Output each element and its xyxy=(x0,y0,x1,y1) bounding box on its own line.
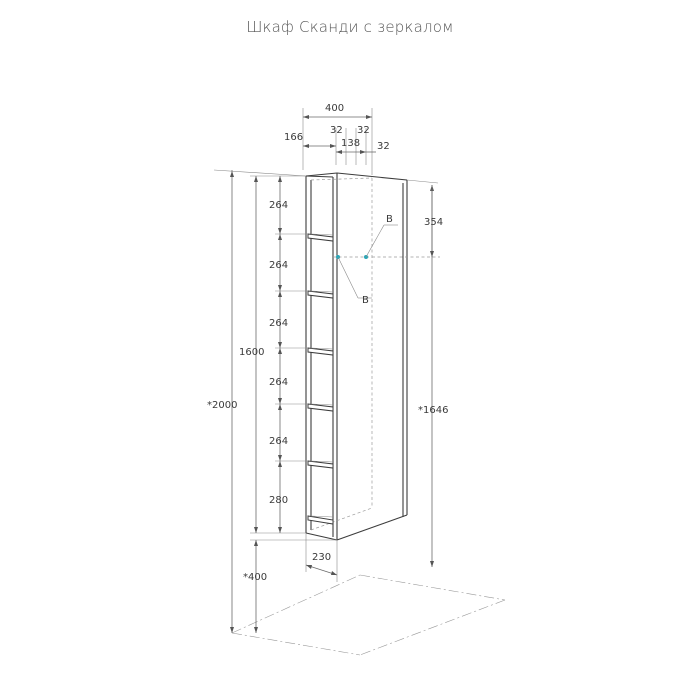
depth-dimension: 230 xyxy=(305,533,338,582)
floor-height-dimension: *400 xyxy=(243,539,337,633)
dim-top-right-height: 354 xyxy=(424,217,443,228)
shelf-4 xyxy=(307,403,334,412)
dim-shelf-1: 264 xyxy=(269,200,288,211)
floor-plane xyxy=(231,574,506,656)
page-title: Шкаф Сканди с зеркалом xyxy=(246,18,454,36)
dim-depth: 230 xyxy=(312,552,331,563)
dim-shelf-3: 264 xyxy=(269,318,288,329)
shelf-1 xyxy=(307,233,334,242)
dim-gap-right: 32 xyxy=(357,125,370,136)
dim-total-height: *2000 xyxy=(207,400,237,411)
dim-right-edge: 32 xyxy=(377,141,390,152)
dim-floor-height: *400 xyxy=(243,572,267,583)
shelf-3 xyxy=(307,347,334,356)
dim-shelf-2: 264 xyxy=(269,260,288,271)
mark-b-bottom: B xyxy=(362,295,369,306)
dim-bottom-shelf: 280 xyxy=(269,495,288,506)
right-height-dimension: *1646 xyxy=(406,179,448,567)
top-dimensions: 400 32 32 166 138 32 xyxy=(284,103,390,175)
mark-b-top: B xyxy=(386,214,393,225)
dim-shelf-5: 264 xyxy=(269,436,288,447)
shelf-dimensions: 264 264 264 264 264 280 xyxy=(269,175,308,534)
total-height-dimension: *2000 xyxy=(207,169,307,633)
dim-shelf-4: 264 xyxy=(269,377,288,388)
dim-top-width: 400 xyxy=(325,103,344,114)
dim-center: 138 xyxy=(341,138,360,149)
top-right-dimension: 354 xyxy=(372,185,443,258)
dim-left-offset: 166 xyxy=(284,132,303,143)
shelf-5 xyxy=(307,460,334,469)
inner-height-dimension: 1600 xyxy=(239,175,275,534)
shelf-bottom xyxy=(307,515,334,525)
shelf-2 xyxy=(307,290,334,299)
dim-gap-left: 32 xyxy=(330,125,343,136)
shelves xyxy=(307,233,334,525)
mounting-points: B B xyxy=(336,214,398,306)
cabinet-body xyxy=(305,172,408,541)
dim-inner-height: 1600 xyxy=(239,347,264,358)
dim-right-height: *1646 xyxy=(418,405,448,416)
